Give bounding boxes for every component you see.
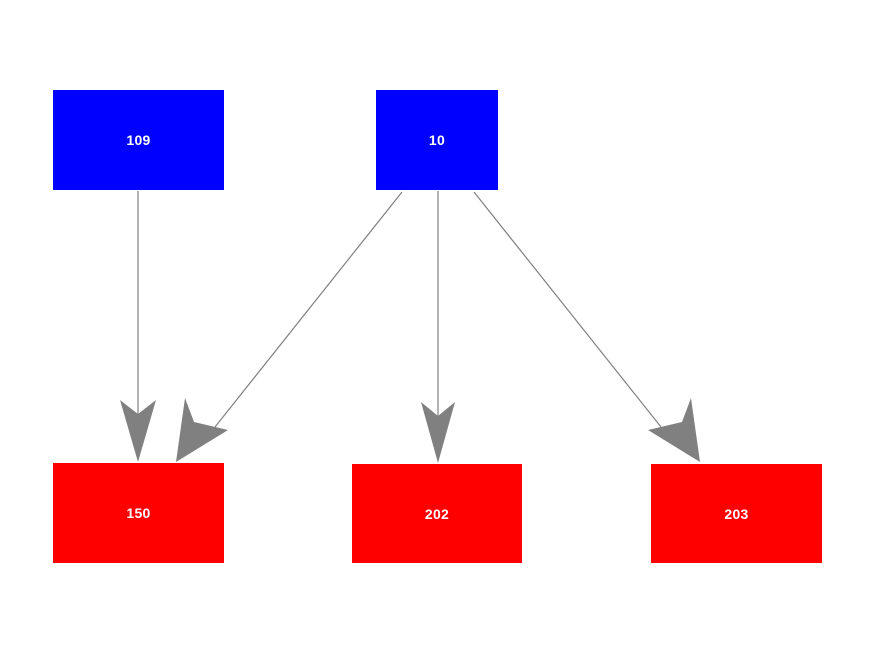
edge-line <box>214 191 403 428</box>
node-202[interactable]: 202 <box>352 464 522 563</box>
arrow-head-icon <box>421 402 455 463</box>
node-label: 203 <box>724 505 749 522</box>
edge-109-to-150 <box>120 191 156 462</box>
node-150[interactable]: 150 <box>53 463 224 563</box>
node-109[interactable]: 109 <box>53 90 224 190</box>
edge-line <box>473 191 662 428</box>
edge-10-to-150 <box>176 191 403 462</box>
node-label: 10 <box>428 132 446 148</box>
edge-10-to-203 <box>473 191 700 462</box>
node-label: 150 <box>126 505 151 521</box>
arrow-head-icon <box>120 400 156 462</box>
node-10[interactable]: 10 <box>376 90 498 190</box>
edge-10-to-202 <box>421 191 455 463</box>
arrow-head-icon <box>176 398 228 462</box>
node-label: 109 <box>126 132 151 148</box>
node-203[interactable]: 203 <box>651 464 822 563</box>
node-label: 202 <box>424 505 450 522</box>
arrow-head-icon <box>648 398 700 462</box>
